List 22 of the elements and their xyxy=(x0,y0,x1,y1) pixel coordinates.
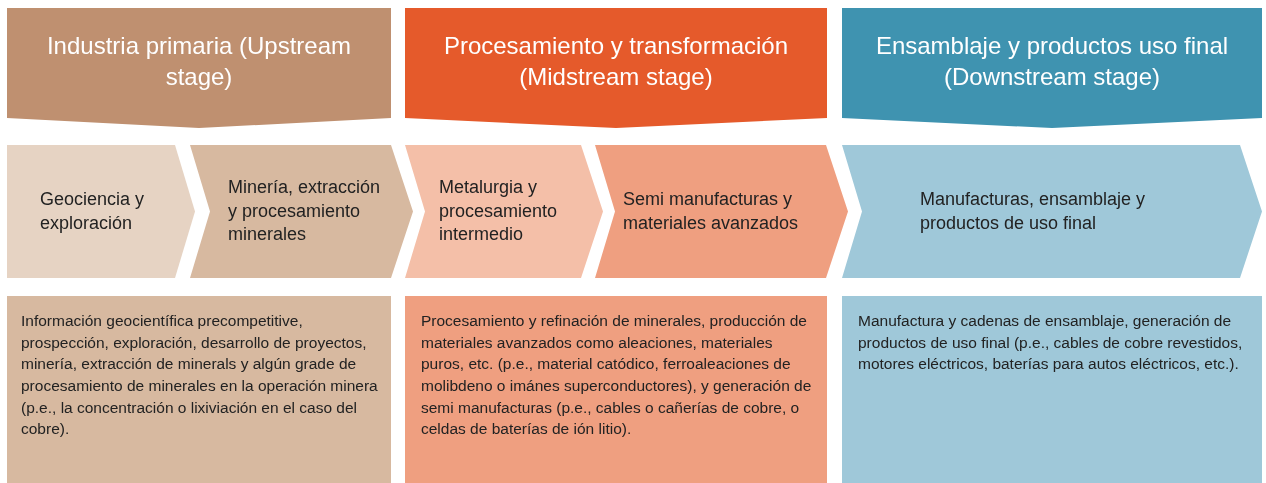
chevron-step xyxy=(595,145,848,278)
chevron-step xyxy=(7,145,195,278)
description-text: Información geocientífica precompetitive, prospección, exploración, desarrollo de proyectos, minería, extracción de minerals y algún grade de procesamiento de minerales en la operación minera (p.e., la concentración o lixiviación en el caso del cobre). xyxy=(21,311,379,440)
chevron-step xyxy=(405,145,603,278)
stage-header xyxy=(842,8,1262,128)
step-label: Semi manufacturas y materiales avanzados xyxy=(623,188,800,235)
stage-title: Ensamblaje y productos uso final (Downstream stage) xyxy=(874,30,1230,92)
stage-title: Procesamiento y transformación (Midstream stage) xyxy=(442,30,790,92)
stage-title: Industria primaria (Upstream stage) xyxy=(45,30,353,92)
description-panel xyxy=(7,296,391,483)
step-label: Minería, extracción y procesamiento minerales xyxy=(228,176,382,247)
step-label: Metalurgia y procesamiento intermedio xyxy=(439,176,559,247)
description-text: Manufactura y cadenas de ensamblaje, generación de productos de uso final (p.e., cables de cobre revestidos, motores eléctricos, baterías para autos eléctricos, etc.). xyxy=(858,311,1244,375)
chevron-step xyxy=(190,145,413,278)
description-panel xyxy=(405,296,827,483)
stage-header xyxy=(7,8,391,128)
description-text: Procesamiento y refinación de minerales, producción de materiales avanzados como aleaciones, materiales puros, etc. (p.e., material catódico, ferroaleaciones de molibdeno o imánes superconductores), y generación de semi manufacturas (p.e., cables o cañerías de cobre, o celdas de baterías de ión litio). xyxy=(421,311,813,440)
description-panel xyxy=(842,296,1262,483)
stage-header xyxy=(405,8,827,128)
step-label: Geociencia y exploración xyxy=(40,188,146,235)
step-label: Manufacturas, ensamblaje y productos de uso final xyxy=(920,188,1147,235)
chevron-step xyxy=(842,145,1262,278)
